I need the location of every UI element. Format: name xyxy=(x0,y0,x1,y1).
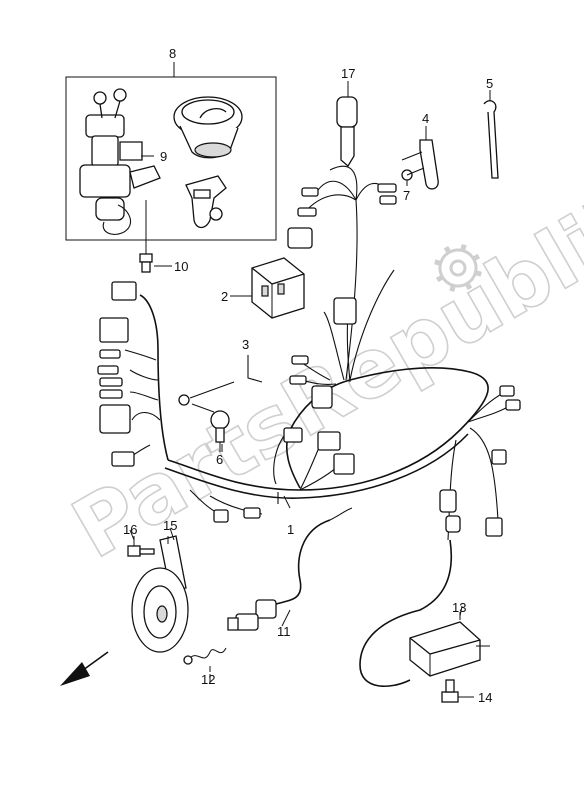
callout-2: 2 xyxy=(221,289,228,304)
leader-lines xyxy=(129,81,463,684)
gear-icon xyxy=(434,244,482,292)
bolt-10 xyxy=(139,200,172,273)
control-unit xyxy=(236,257,305,319)
cable-tie-5 xyxy=(483,90,499,179)
callout-17: 17 xyxy=(341,66,355,81)
bolt-14 xyxy=(441,679,474,703)
key xyxy=(336,88,358,167)
bracket-3 xyxy=(178,355,263,406)
clamp-4 xyxy=(401,126,439,190)
callout-12: 12 xyxy=(201,672,215,687)
callout-14: 14 xyxy=(478,690,492,705)
callout-1: 1 xyxy=(287,522,294,537)
callout-7: 7 xyxy=(403,188,410,203)
callout-6: 6 xyxy=(216,452,223,467)
bolt-6 xyxy=(191,403,230,452)
ignition-coil xyxy=(359,539,490,687)
switch-lead-11 xyxy=(227,507,353,631)
callout-labels: 8 17 5 4 9 7 10 2 3 6 1 16 15 11 13 12 1… xyxy=(123,46,493,705)
callout-9: 9 xyxy=(160,149,167,164)
callout-10: 10 xyxy=(174,259,188,274)
ignition-kit-box xyxy=(65,76,277,241)
horn xyxy=(127,535,189,653)
callout-4: 4 xyxy=(422,111,429,126)
callout-8: 8 xyxy=(169,46,176,61)
harness-connectors xyxy=(97,183,521,537)
callout-5: 5 xyxy=(486,76,493,91)
callout-11: 11 xyxy=(277,624,291,639)
callout-16: 16 xyxy=(123,522,137,537)
callout-3: 3 xyxy=(242,337,249,352)
callout-15: 15 xyxy=(163,518,177,533)
callout-13: 13 xyxy=(452,600,466,615)
main-wiring-harness xyxy=(124,165,511,541)
screw-7 xyxy=(401,167,425,186)
arrow-down-left-icon xyxy=(60,651,109,686)
fuel-cap xyxy=(173,96,243,159)
spring-12 xyxy=(183,647,227,672)
seat-lock xyxy=(185,175,227,229)
ignition-switch xyxy=(79,88,161,235)
